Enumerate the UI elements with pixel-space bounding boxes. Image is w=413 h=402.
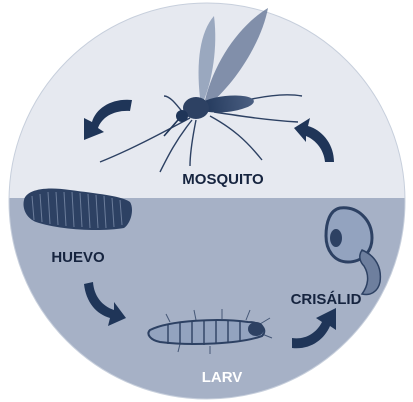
stage-label-egg: HUEVO (51, 249, 105, 266)
stage-label-mosquito: MOSQUITO (182, 171, 264, 188)
stage-label-larva: LARV (202, 369, 243, 386)
stage-label-pupa: CRISÁLID (291, 291, 362, 308)
